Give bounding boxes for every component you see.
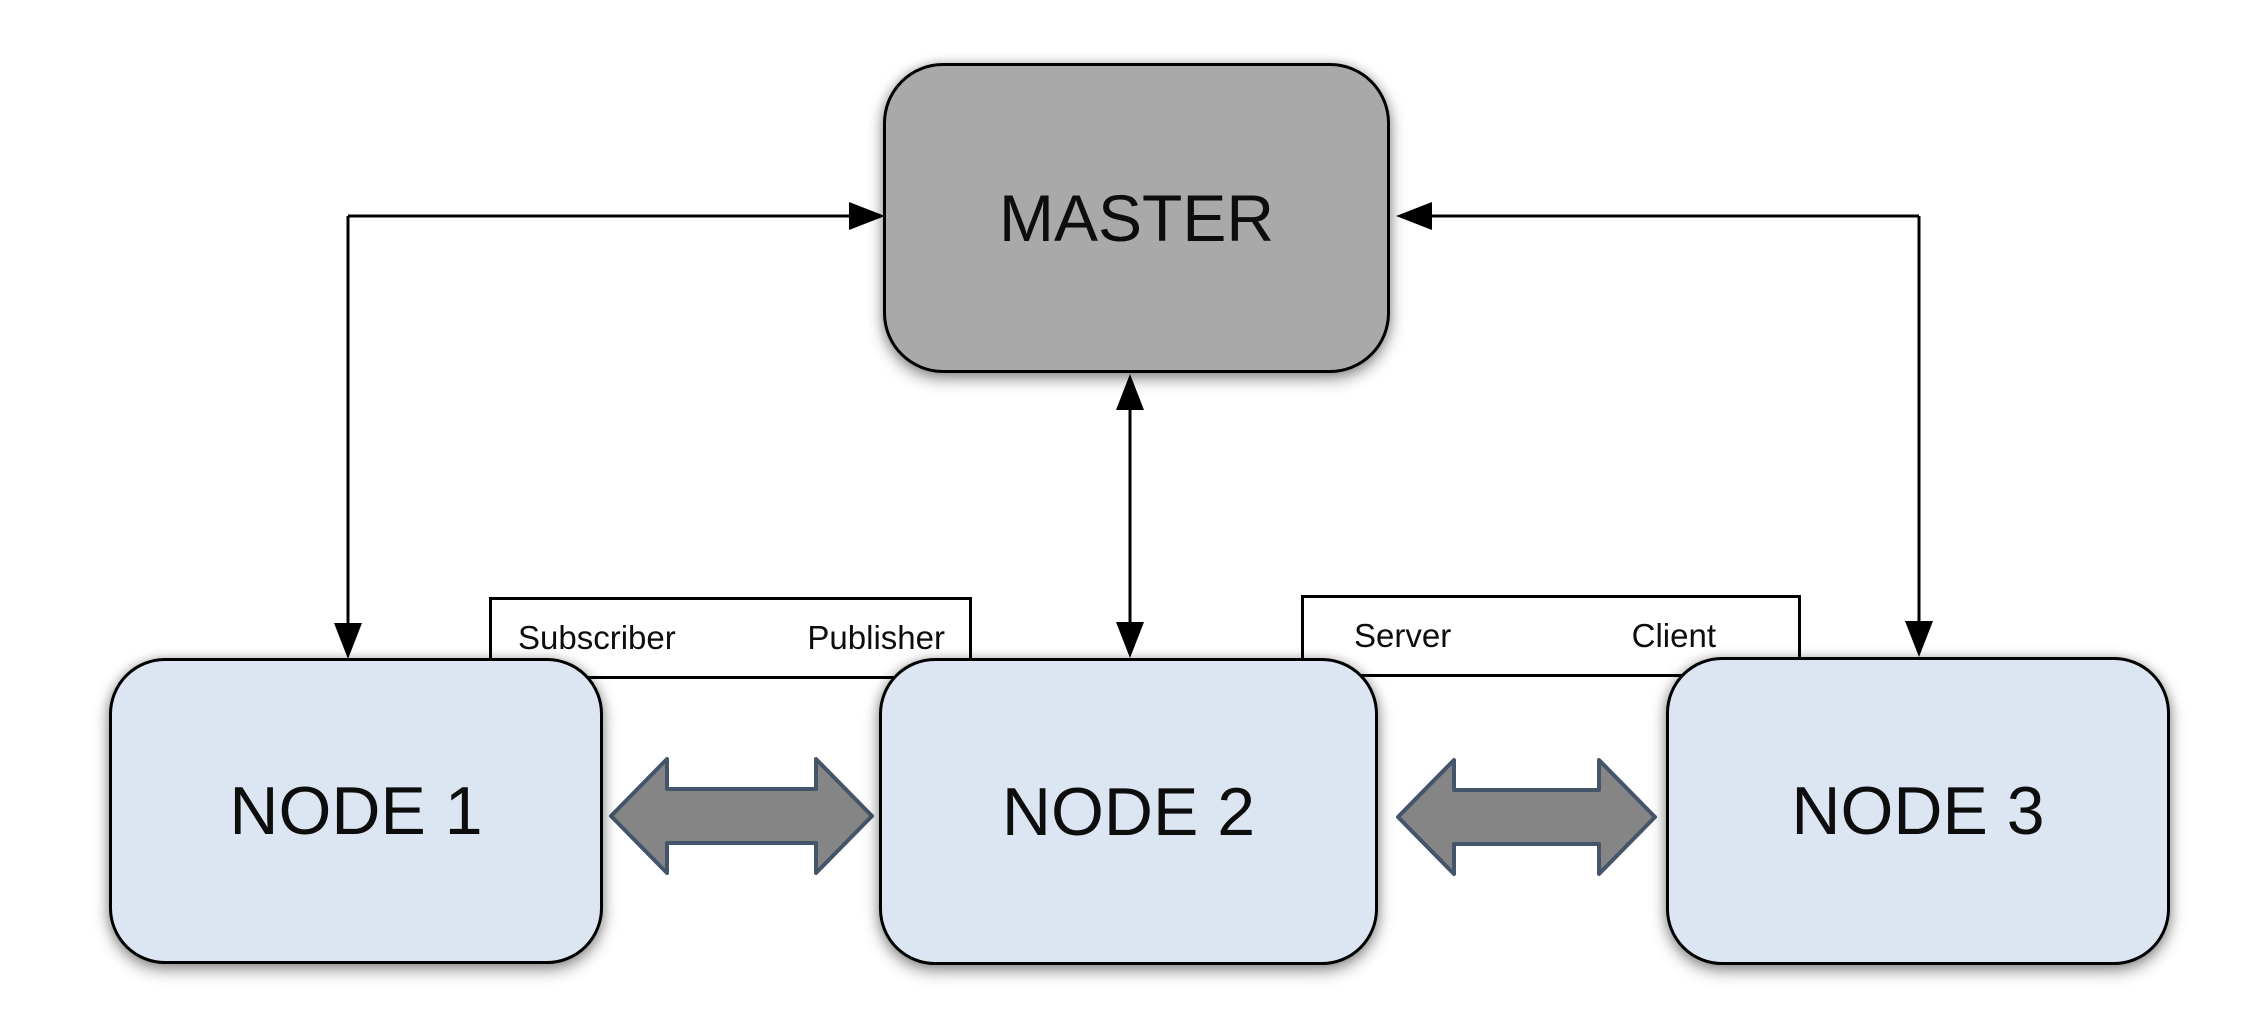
- connector-node3-master: [1396, 202, 1933, 657]
- arrowhead-into-node2-icon: [1116, 622, 1144, 658]
- arrowhead-into-master-left-icon: [849, 202, 885, 230]
- master-box: MASTER: [883, 63, 1390, 373]
- master-label: MASTER: [998, 181, 1275, 255]
- node3-box: NODE 3: [1666, 657, 2170, 965]
- connector-master-node2: [1116, 374, 1144, 658]
- node2-label: NODE 2: [1001, 773, 1256, 850]
- node1-box: NODE 1: [109, 658, 603, 964]
- double-arrow-node1-node2-icon: [609, 757, 874, 875]
- node1-label: NODE 1: [229, 773, 483, 849]
- arrowhead-into-node1-icon: [334, 623, 362, 659]
- client-label: Client: [1631, 617, 1716, 654]
- server-label: Server: [1354, 617, 1452, 654]
- arrowhead-into-master-bottom-icon: [1116, 374, 1144, 410]
- arrowhead-into-node3-icon: [1905, 621, 1933, 657]
- node2-box: NODE 2: [879, 658, 1378, 965]
- subscriber-label: Subscriber: [518, 619, 676, 656]
- publisher-label: Publisher: [807, 619, 945, 656]
- double-arrow-node2-node3-icon: [1396, 758, 1657, 876]
- connector-node1-master: [334, 202, 885, 659]
- node3-label: NODE 3: [1791, 773, 2045, 849]
- arrowhead-into-master-right-icon: [1396, 202, 1432, 230]
